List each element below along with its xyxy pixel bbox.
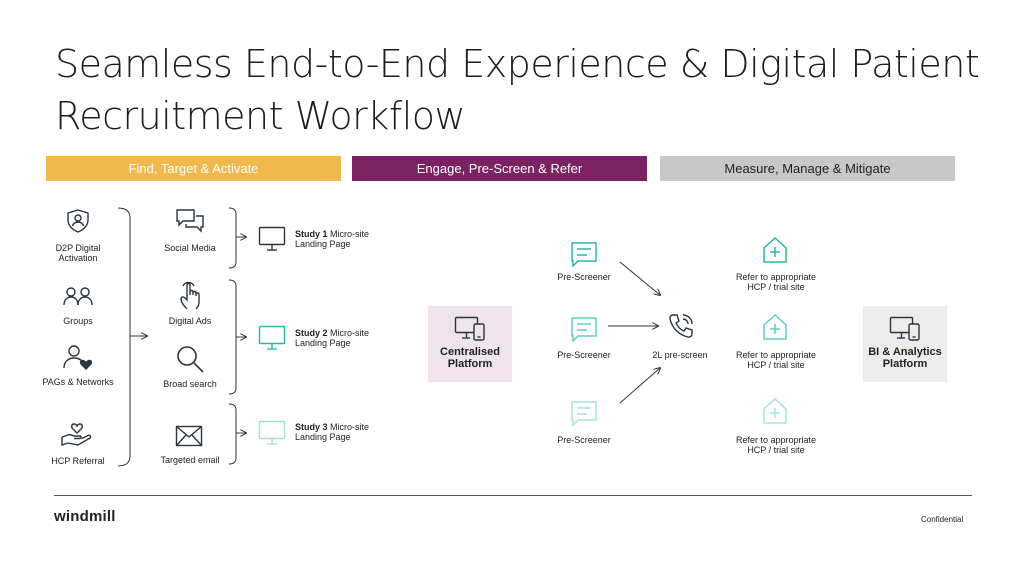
confidential-label: Confidential [921,515,964,524]
study-3-line2: Landing Page [295,432,351,442]
user-heart-icon [62,343,94,371]
study-1-line2: Landing Page [295,239,351,249]
monitor-icon [258,226,286,252]
monitor-icon [258,325,286,351]
study-2-label: Study 2 Micro-site Landing Page [295,328,405,348]
channel-label-email: Targeted email [160,455,220,465]
chat-lines-icon [570,400,598,428]
channel-label-search: Broad search [163,379,217,389]
chat-bubbles-icon [175,207,205,235]
study-2-rest: Micro-site [327,328,370,338]
source-label-d2p: D2P Digital Activation [55,243,101,263]
phone-icon [667,312,695,340]
page-title: Seamless End-to-End Experience & Digital… [55,42,980,138]
study-3-rest: Micro-site [327,422,370,432]
clinic-icon [762,397,788,425]
prescreener-1-label: Pre-Screener [557,272,611,282]
second-line-label: 2L pre-screen [652,350,708,360]
centralised-platform-box: Centralised Platform [428,306,512,382]
centralised-platform-line1: Centralised [440,346,500,358]
referral-3-label: Refer to appropriate HCP / trial site [726,435,826,455]
envelope-icon [175,425,203,447]
hand-heart-icon [60,421,94,449]
referral-1-label: Refer to appropriate HCP / trial site [726,272,826,292]
devices-icon [889,316,921,342]
band-find-target-activate: Find, Target & Activate [46,156,341,181]
shield-user-icon [64,207,92,235]
groups-icon [62,285,94,311]
channel-label-social: Social Media [164,243,216,253]
study-3-label: Study 3 Micro-site Landing Page [295,422,405,442]
channel-label-ads: Digital Ads [168,316,212,326]
band-measure-manage-mitigate: Measure, Manage & Mitigate [660,156,955,181]
prescreener-2-label: Pre-Screener [557,350,611,360]
clinic-icon [762,313,788,341]
prescreener-3-label: Pre-Screener [557,435,611,445]
bi-platform-line1: BI & Analytics [868,346,942,358]
study-3-name: Study 3 [295,422,328,432]
band-engage-prescreen-refer: Engage, Pre-Screen & Refer [352,156,647,181]
devices-icon [454,316,486,342]
study-1-rest: Micro-site [327,229,370,239]
hand-pointer-icon [178,280,204,312]
source-label-pags: PAGs & Networks [42,377,114,387]
chat-lines-icon [570,241,598,269]
referral-1-line1: Refer to appropriate [735,272,817,282]
referral-3-line2: HCP / trial site [747,445,805,455]
study-2-line2: Landing Page [295,338,351,348]
source-label-groups: Groups [63,316,93,326]
footer-divider [54,495,972,496]
referral-2-label: Refer to appropriate HCP / trial site [726,350,826,370]
source-label-hcp-referral: HCP Referral [51,456,105,466]
study-1-name: Study 1 [295,229,328,239]
monitor-icon [258,420,286,446]
referral-2-line1: Refer to appropriate [735,350,817,360]
clinic-icon [762,236,788,264]
bi-analytics-platform-box: BI & Analytics Platform [863,306,947,382]
bi-platform-line2: Platform [882,358,928,370]
referral-3-line1: Refer to appropriate [735,435,817,445]
windmill-logo: windmill [54,508,116,525]
centralised-platform-line2: Platform [447,358,493,370]
magnifier-icon [175,344,205,374]
chat-lines-icon [570,316,598,344]
referral-1-line2: HCP / trial site [747,282,805,292]
referral-2-line2: HCP / trial site [747,360,805,370]
study-1-label: Study 1 Micro-site Landing Page [295,229,405,249]
study-2-name: Study 2 [295,328,328,338]
